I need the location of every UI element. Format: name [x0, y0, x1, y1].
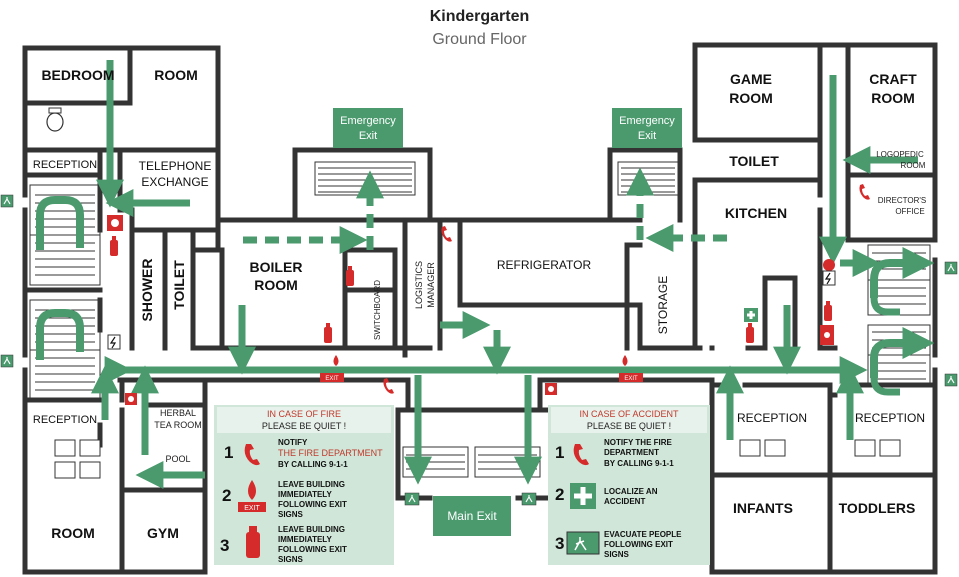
label-room-bottom: ROOM — [51, 525, 95, 541]
svg-text:2: 2 — [555, 485, 564, 504]
plan-subtitle: Ground Floor — [432, 31, 527, 48]
svg-text:THE FIRE DEPARTMENT: THE FIRE DEPARTMENT — [278, 448, 383, 458]
svg-text:FOLLOWING EXIT: FOLLOWING EXIT — [278, 500, 347, 509]
svg-text:BY CALLING 9-1-1: BY CALLING 9-1-1 — [278, 460, 348, 469]
label-craft-2: ROOM — [871, 90, 915, 106]
phone-icon — [441, 226, 452, 242]
svg-text:Emergency: Emergency — [340, 115, 396, 127]
label-herbal-1: HERBAL — [160, 408, 196, 418]
sink-icon — [54, 439, 901, 479]
svg-text:EXIT: EXIT — [244, 505, 260, 512]
label-gym: GYM — [147, 525, 179, 541]
phone-icon — [859, 184, 870, 200]
accident-panel-title: IN CASE OF ACCIDENT — [579, 409, 679, 419]
label-game-1: GAME — [730, 71, 772, 87]
fire-icon — [248, 480, 256, 500]
accident-panel-subtitle: PLEASE BE QUIET ! — [587, 421, 671, 431]
label-herbal-2: TEA ROOM — [154, 420, 202, 430]
svg-text:Exit: Exit — [359, 130, 377, 142]
label-toilet-left: TOILET — [171, 260, 187, 310]
alarm-bell-icon — [107, 215, 835, 405]
svg-text:DEPARTMENT: DEPARTMENT — [604, 448, 659, 457]
svg-text:NOTIFY THE FIRE: NOTIFY THE FIRE — [604, 438, 673, 447]
svg-text:EVACUATE PEOPLE: EVACUATE PEOPLE — [604, 530, 682, 539]
fire-panel-subtitle: PLEASE BE QUIET ! — [262, 421, 346, 431]
label-director-2: OFFICE — [895, 207, 924, 216]
svg-text:IMMEDIATELY: IMMEDIATELY — [278, 490, 332, 499]
walls — [22, 42, 938, 575]
running-man-icon — [0, 194, 958, 506]
label-boiler-2: ROOM — [254, 277, 298, 293]
fire-exit-icon: EXIT EXIT — [320, 355, 643, 382]
safety-icons: EXIT EXIT — [0, 107, 958, 506]
fire-extinguisher-icon — [110, 236, 832, 343]
svg-text:ACCIDENT: ACCIDENT — [604, 497, 645, 506]
label-logistics-1: LOGISTICS — [414, 261, 424, 309]
high-voltage-icon — [107, 270, 836, 350]
emergency-exit-left: Emergency Exit — [333, 108, 403, 148]
phone-icon — [383, 378, 394, 394]
plan-title: Kindergarten — [429, 8, 530, 25]
svg-text:EXIT: EXIT — [325, 376, 339, 382]
svg-text:FOLLOWING EXIT: FOLLOWING EXIT — [604, 540, 673, 549]
label-room-top: ROOM — [154, 67, 198, 83]
svg-text:LOCALIZE AN: LOCALIZE AN — [604, 487, 658, 496]
label-game-2: ROOM — [729, 90, 773, 106]
svg-text:3: 3 — [220, 536, 229, 555]
label-telephone-2: EXCHANGE — [141, 175, 208, 189]
svg-text:LEAVE BUILDING: LEAVE BUILDING — [278, 525, 345, 534]
fire-panel-title: IN CASE OF FIRE — [267, 409, 341, 419]
label-infants: INFANTS — [733, 500, 793, 516]
svg-text:SIGNS: SIGNS — [278, 510, 304, 519]
phone-icon — [573, 444, 589, 466]
label-logopedic-1: LOGOPEDIC — [876, 150, 924, 159]
svg-text:1: 1 — [555, 443, 564, 462]
svg-text:Main Exit: Main Exit — [447, 509, 497, 523]
label-telephone-1: TELEPHONE — [139, 159, 212, 173]
accident-instructions-panel: IN CASE OF ACCIDENT PLEASE BE QUIET ! 1 … — [548, 405, 710, 565]
label-logistics-2: MANAGER — [426, 262, 436, 308]
label-reception-bl: RECEPTION — [33, 414, 97, 426]
first-aid-icon — [744, 308, 758, 322]
label-toddlers: TODDLERS — [839, 500, 916, 516]
fire-extinguisher-icon — [246, 532, 260, 558]
label-craft-1: CRAFT — [869, 71, 917, 87]
label-reception-infants: RECEPTION — [737, 411, 807, 425]
label-pool: POOL — [165, 454, 190, 464]
fire-instructions-panel: IN CASE OF FIRE PLEASE BE QUIET ! 1 NOTI… — [214, 405, 394, 565]
label-switchboard: SWITCHBOARD — [373, 280, 382, 340]
label-refrigerator: REFRIGERATOR — [497, 258, 592, 272]
label-kitchen: KITCHEN — [725, 205, 787, 221]
svg-text:LEAVE BUILDING: LEAVE BUILDING — [278, 480, 345, 489]
svg-text:Exit: Exit — [638, 130, 656, 142]
main-exit: Main Exit — [433, 496, 511, 536]
svg-text:1: 1 — [224, 443, 233, 462]
svg-text:2: 2 — [222, 486, 231, 505]
running-man-icon — [566, 531, 600, 555]
svg-text:Emergency: Emergency — [619, 115, 675, 127]
label-director-1: DIRECTOR'S — [878, 196, 927, 205]
label-bedroom: BEDROOM — [41, 67, 114, 83]
toilet-icon — [46, 107, 64, 132]
label-reception-tl: RECEPTION — [33, 159, 97, 171]
evacuation-routes — [36, 60, 935, 489]
svg-text:NOTIFY: NOTIFY — [278, 438, 308, 447]
svg-text:SIGNS: SIGNS — [278, 555, 304, 564]
svg-text:EXIT: EXIT — [624, 376, 638, 382]
label-shower: SHOWER — [139, 259, 155, 322]
label-reception-toddlers: RECEPTION — [855, 411, 925, 425]
emergency-exit-right: Emergency Exit — [612, 108, 682, 148]
svg-text:FOLLOWING EXIT: FOLLOWING EXIT — [278, 545, 347, 554]
svg-text:IMMEDIATELY: IMMEDIATELY — [278, 535, 332, 544]
label-toilet-right: TOILET — [729, 153, 779, 169]
label-logopedic-2: ROOM — [901, 161, 926, 170]
svg-text:BY CALLING 9-1-1: BY CALLING 9-1-1 — [604, 459, 674, 468]
label-storage: STORAGE — [656, 276, 670, 334]
svg-text:SIGNS: SIGNS — [604, 550, 630, 559]
phone-icon — [244, 444, 260, 466]
room-labels: BEDROOM ROOM RECEPTION TELEPHONE EXCHANG… — [33, 67, 926, 541]
label-boiler-1: BOILER — [250, 259, 303, 275]
svg-text:3: 3 — [555, 534, 564, 553]
